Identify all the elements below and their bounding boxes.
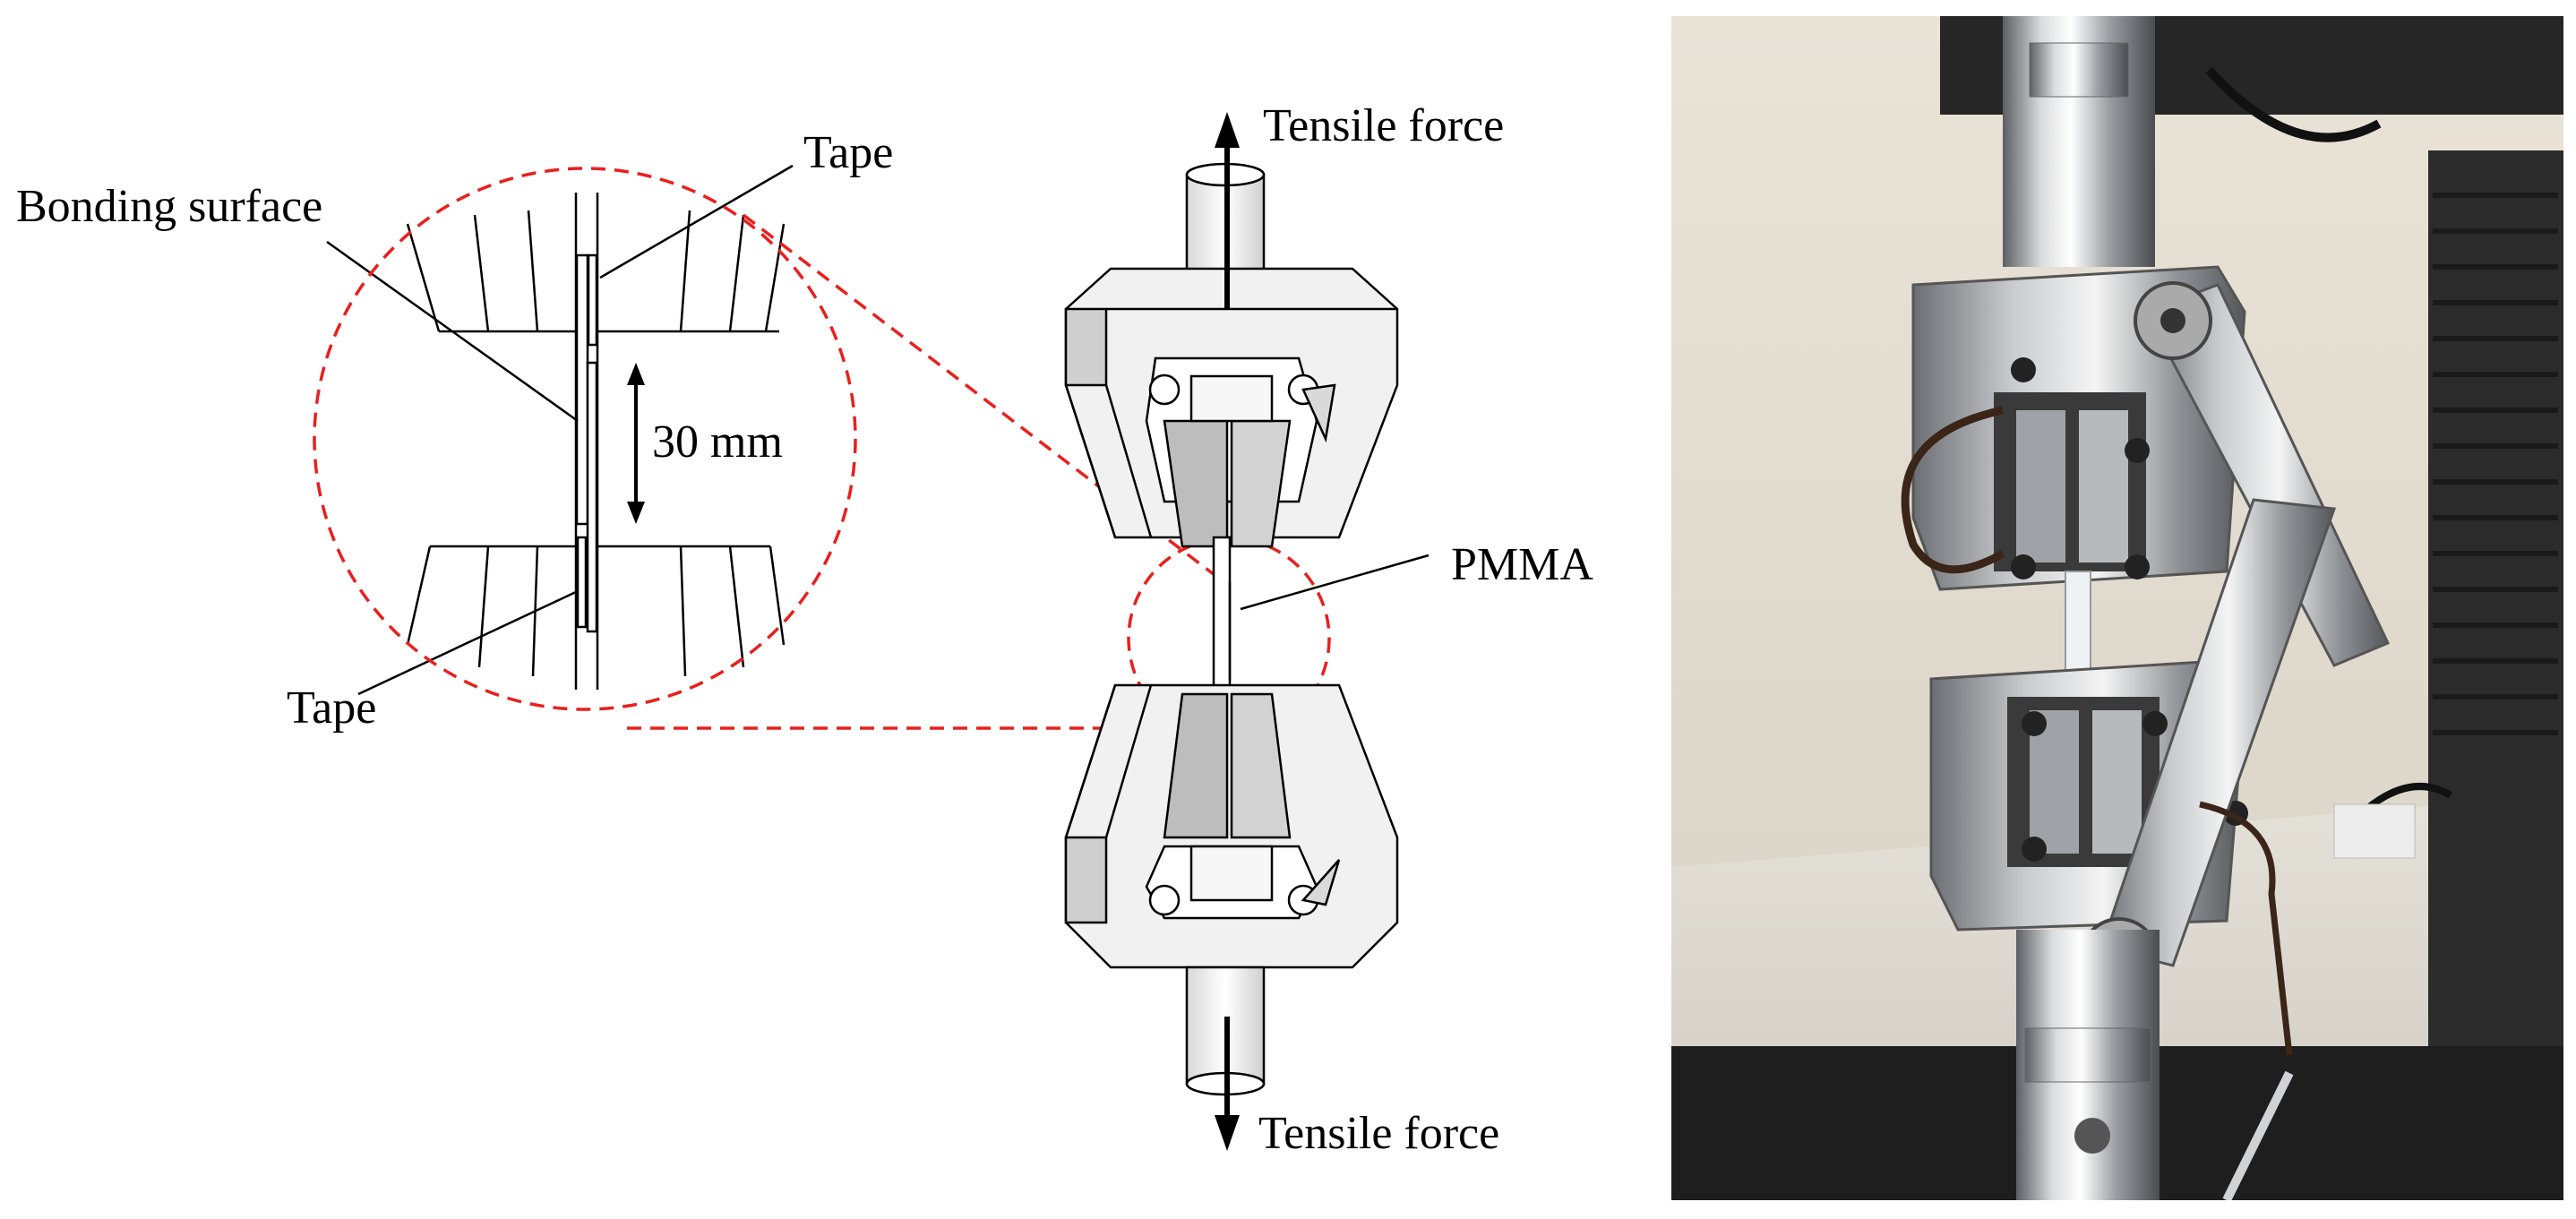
schematic-diagram — [313, 112, 1430, 1151]
tensile-force-arrows — [1215, 112, 1240, 1151]
grip-assembly — [1064, 162, 1430, 1096]
magnified-circle — [313, 167, 857, 711]
label-tensile-force-bottom: Tensile force — [1258, 1108, 1500, 1159]
leader-tape-bottom — [357, 589, 579, 696]
label-tensile-force-top: Tensile force — [1263, 100, 1505, 151]
leader-tape-top — [599, 164, 794, 279]
lower-jaw-left — [1163, 692, 1229, 839]
specimen-plates-detail — [574, 193, 599, 690]
label-pmma: PMMA — [1451, 539, 1593, 590]
tape-detail — [576, 253, 598, 629]
label-tape-top: Tape — [803, 127, 894, 178]
label-gauge-length: 30 mm — [652, 416, 783, 468]
leader-bonding-surface — [326, 240, 579, 423]
photo-illustration — [1671, 16, 2563, 1200]
lower-jaw-right — [1230, 692, 1292, 839]
magnified-detail — [326, 164, 794, 696]
leader-pmma — [1240, 554, 1430, 611]
label-tape-bottom: Tape — [287, 682, 377, 734]
arrow-up-head — [1215, 112, 1240, 148]
lower-jaw-detail — [406, 545, 786, 677]
tensile-test-machine-photo — [1671, 16, 2563, 1200]
upper-jaw-detail — [406, 210, 786, 333]
label-bonding-surface: Bonding surface — [16, 181, 323, 232]
arrow-down-head — [1215, 1115, 1240, 1151]
